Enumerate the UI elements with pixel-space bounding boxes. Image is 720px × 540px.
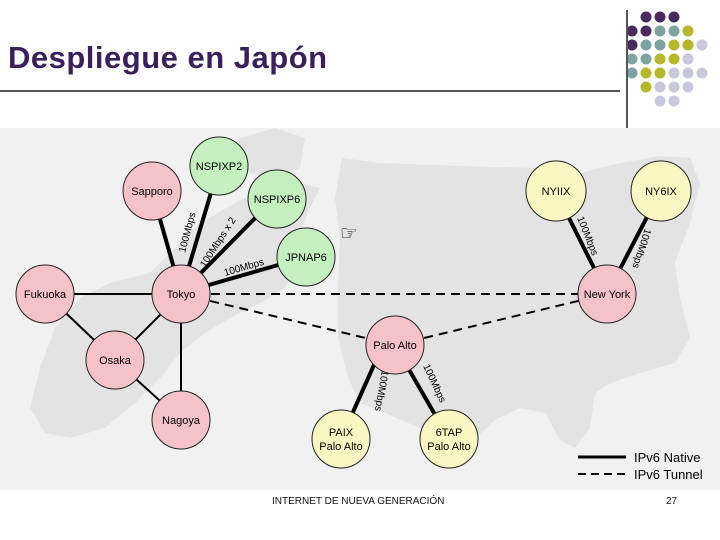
node-palo-alto-label: Palo Alto [373, 340, 416, 352]
node-paix-label-2: Palo Alto [319, 441, 362, 453]
tunnel-paloalto-newyork [394, 293, 608, 346]
node-new-york: New York [577, 264, 637, 324]
node-6tap: 6TAP Palo Alto [419, 409, 479, 469]
vertical-divider [626, 10, 628, 128]
node-paix: PAIX Palo Alto [311, 409, 371, 469]
japan-north-island-shape [235, 128, 305, 178]
node-nspixp6: NSPIXP6 [247, 169, 307, 229]
node-ny6ix-label: NY6IX [645, 186, 677, 198]
node-fukuoka-label: Fukuoka [24, 289, 67, 301]
legend: IPv6 Native IPv6 Tunnel [578, 450, 703, 482]
node-tokyo-label: Tokyo [167, 289, 196, 301]
footer-text: INTERNET DE NUEVA GENERACIÓN [272, 496, 445, 507]
node-nagoya: Nagoya [151, 390, 211, 450]
node-nagoya-label: Nagoya [162, 415, 201, 427]
usa-map-shape [335, 156, 700, 458]
title-divider [0, 90, 620, 92]
decorative-dot-grid [626, 11, 708, 107]
slide-title: Despliegue en Japón [8, 40, 328, 75]
node-nspixp6-label: NSPIXP6 [254, 194, 300, 206]
legend-native-label: IPv6 Native [634, 450, 700, 465]
node-ny6ix: NY6IX [630, 160, 692, 222]
node-palo-alto: Palo Alto [365, 315, 425, 375]
legend-tunnel-label: IPv6 Tunnel [634, 467, 703, 482]
node-nyiix-label: NYIIX [542, 186, 571, 198]
node-fukuoka: Fukuoka [15, 264, 75, 324]
node-sapporo: Sapporo [122, 161, 182, 221]
page-number: 27 [666, 496, 678, 507]
node-osaka: Osaka [85, 330, 145, 390]
node-jpnap6: JPNAP6 [276, 227, 336, 287]
node-paix-label-1: PAIX [329, 427, 354, 439]
node-nspixp2-label: NSPIXP2 [196, 161, 242, 173]
node-jpnap6-label: JPNAP6 [285, 252, 327, 264]
node-tokyo: Tokyo [151, 264, 211, 324]
node-nspixp2: NSPIXP2 [189, 136, 249, 196]
node-nyiix: NYIIX [525, 160, 587, 222]
tunnel-links [180, 293, 608, 346]
node-6tap-label-1: 6TAP [436, 427, 463, 439]
network-diagram: 100Mbps 100Mbps x 2 100Mbps 100Mbps 100M… [0, 128, 720, 490]
node-new-york-label: New York [584, 289, 631, 301]
node-sapporo-label: Sapporo [131, 186, 173, 198]
node-osaka-label: Osaka [99, 355, 132, 367]
node-6tap-label-2: Palo Alto [427, 441, 470, 453]
tunnel-tokyo-paloalto [180, 293, 396, 346]
pointing-hand-icon: ☞ [340, 221, 358, 245]
